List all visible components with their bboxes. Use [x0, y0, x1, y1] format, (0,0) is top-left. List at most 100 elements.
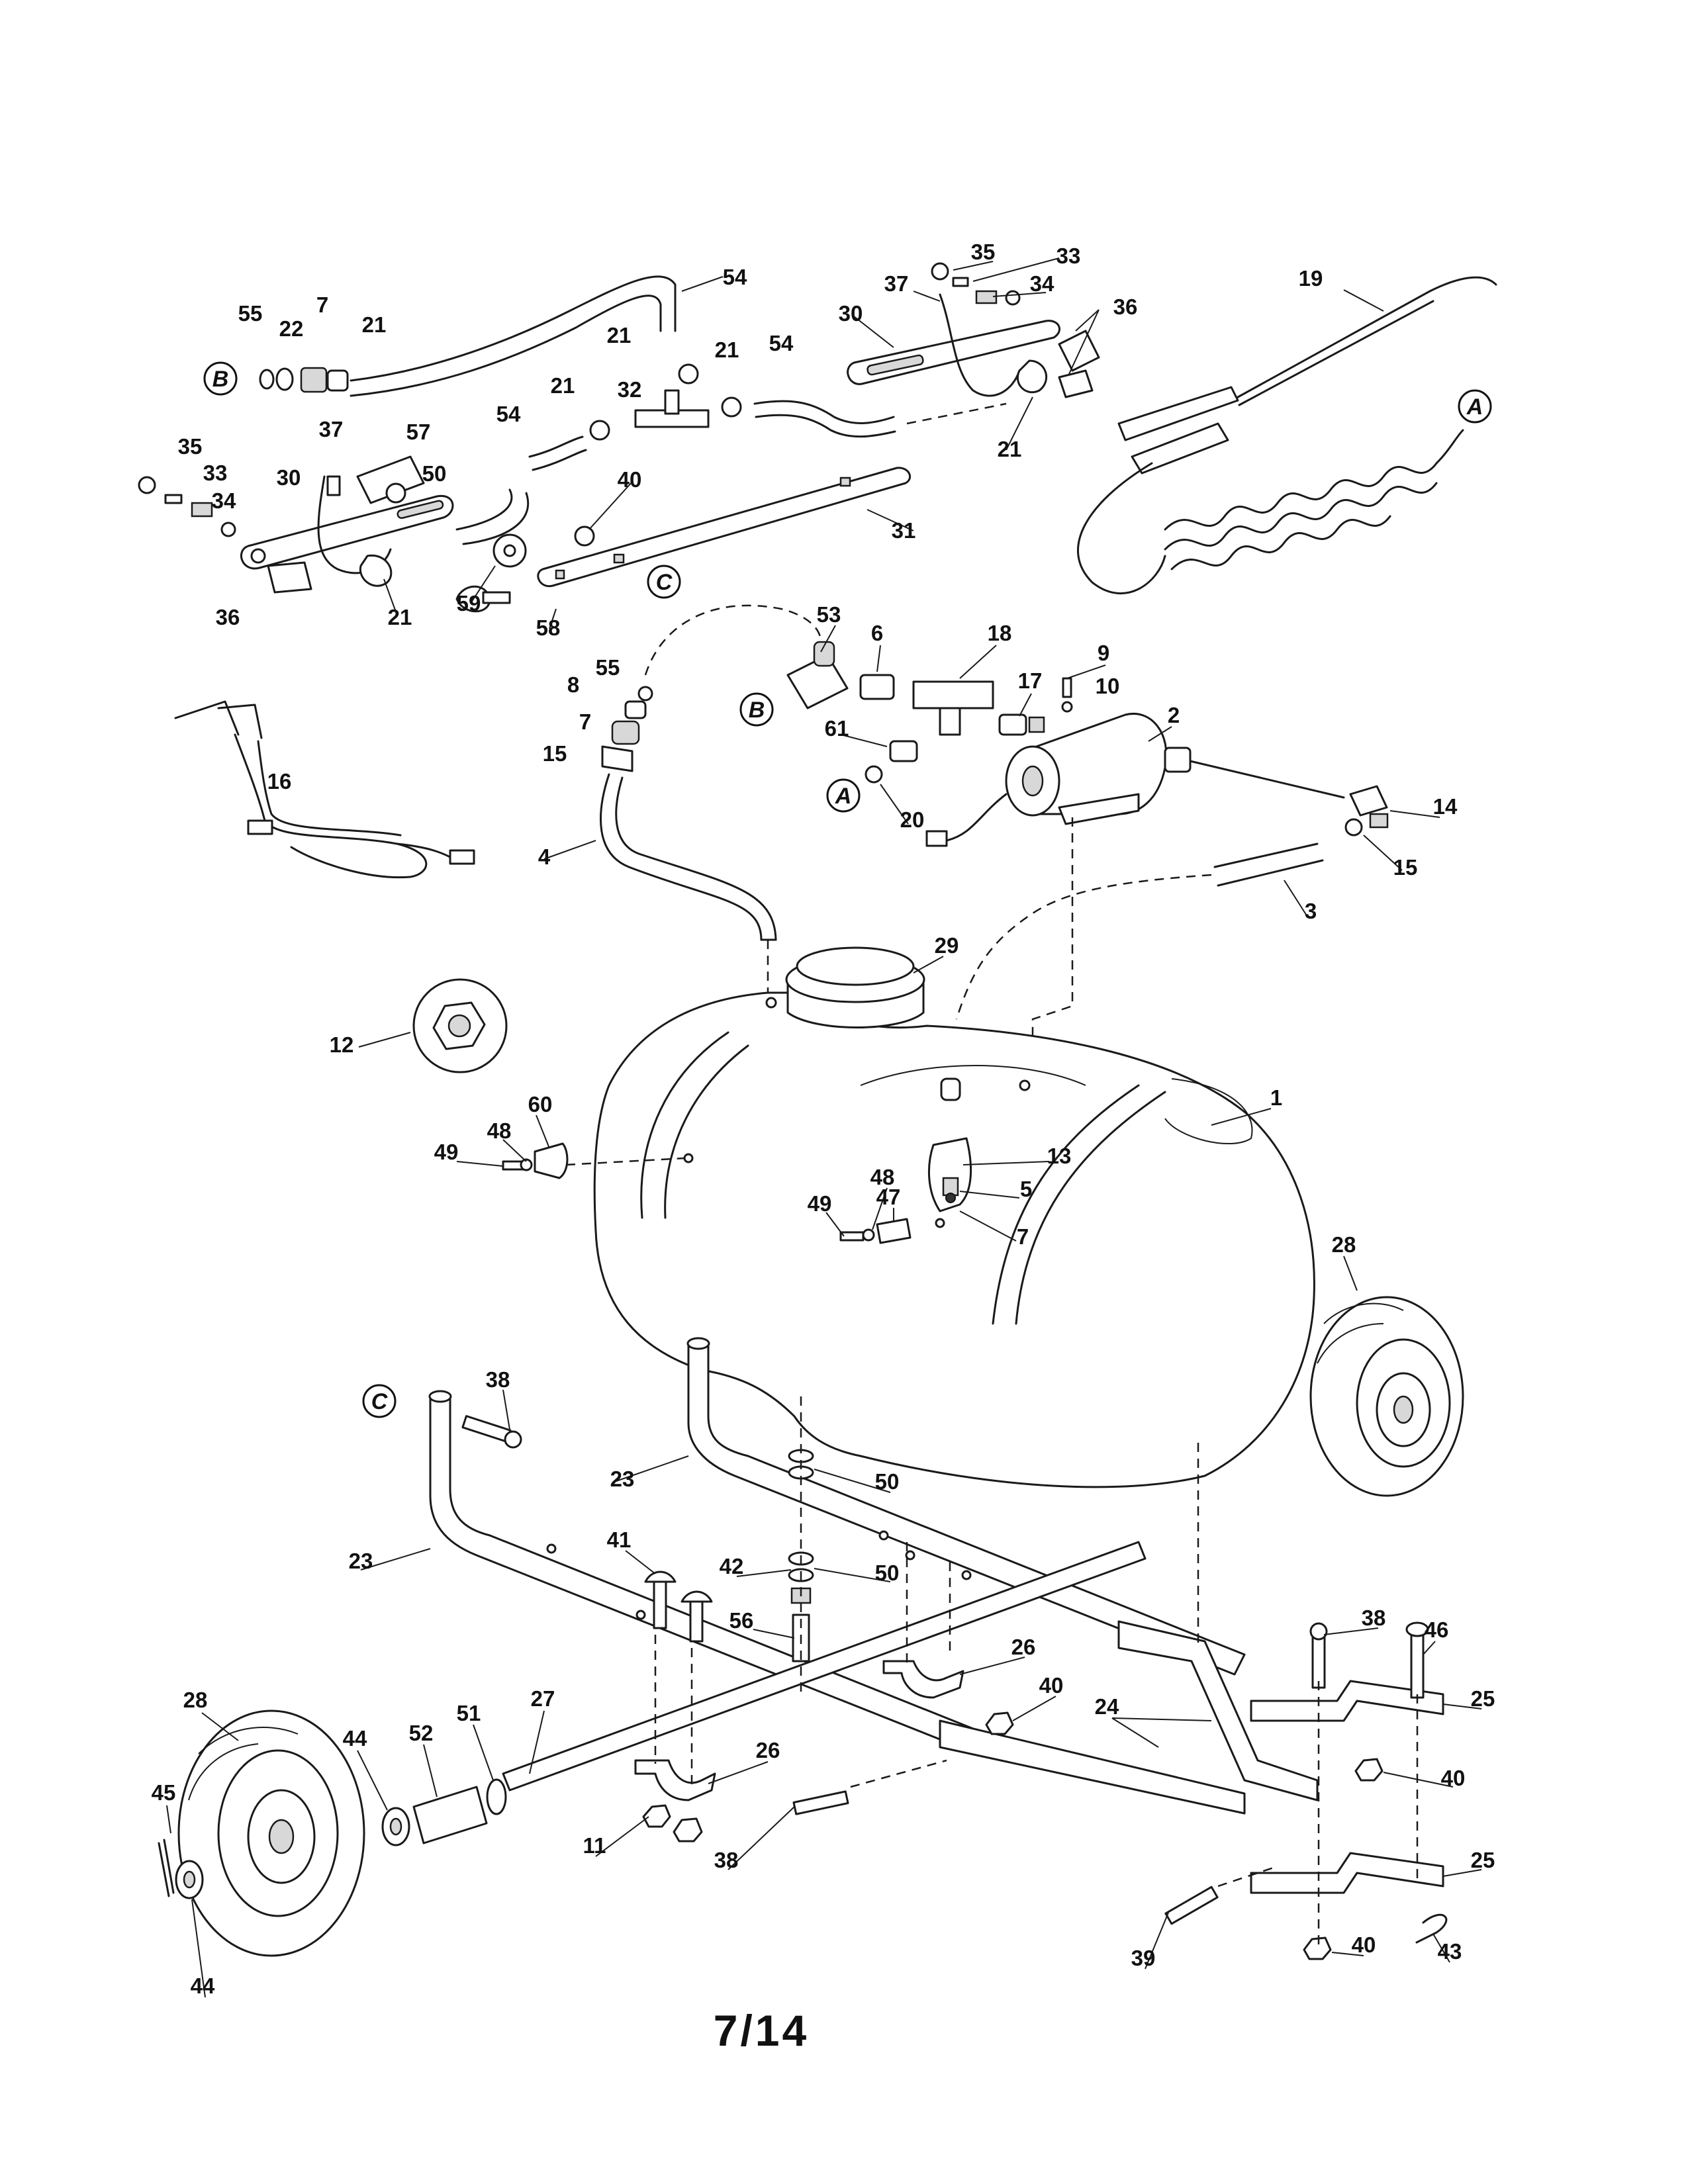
bracket-47: [839, 1218, 912, 1244]
callout-55: 55: [238, 301, 263, 326]
callout-4: 4: [538, 844, 551, 869]
callout-58: 58: [536, 615, 561, 640]
ref-circle-A: A: [826, 778, 861, 813]
callout-38: 38: [1362, 1606, 1386, 1630]
callout-1: 1: [1270, 1085, 1282, 1110]
alignment-lines: [654, 1396, 1419, 1946]
ref-circle-C: C: [362, 1384, 397, 1418]
callout-55: 55: [596, 655, 620, 680]
callout-54: 54: [723, 265, 747, 289]
callout-22: 22: [279, 316, 304, 341]
wheel-28-left: [177, 1709, 365, 1957]
callout-21: 21: [551, 373, 575, 398]
callout-31: 31: [892, 518, 916, 543]
callout-54: 54: [496, 402, 521, 426]
ref-circle-label: A: [835, 784, 852, 809]
hose-4: [600, 686, 777, 1003]
callout-59: 59: [457, 591, 481, 615]
callout-28: 28: [183, 1688, 208, 1712]
callout-36: 36: [216, 605, 240, 629]
callout-29: 29: [935, 933, 959, 958]
leader-lines: [166, 257, 1482, 1998]
callout-30: 30: [277, 465, 301, 490]
callout-40: 40: [1441, 1766, 1466, 1790]
callout-37: 37: [884, 271, 909, 296]
callout-8: 8: [567, 672, 579, 697]
callout-28: 28: [1332, 1232, 1356, 1257]
ref-circle-B: B: [203, 361, 238, 396]
callout-25: 25: [1471, 1848, 1495, 1872]
spray-wand-19: [1076, 276, 1497, 595]
ref-circle-label: C: [371, 1389, 388, 1414]
callout-53: 53: [817, 602, 841, 627]
nut-inset-12: [412, 978, 508, 1073]
callout-56: 56: [729, 1608, 754, 1633]
callout-50: 50: [875, 1561, 900, 1585]
callout-24: 24: [1095, 1694, 1119, 1719]
callout-60: 60: [528, 1092, 553, 1116]
callout-13: 13: [1047, 1144, 1072, 1168]
bracket-25-top: [1250, 1680, 1444, 1722]
boom-bar-31: [537, 467, 912, 588]
bracket-25-bottom: [1250, 1852, 1444, 1894]
callout-61: 61: [825, 716, 849, 741]
ref-circle-label: B: [212, 367, 229, 392]
reference-circles: B A C B A C: [203, 361, 1492, 1418]
callout-17: 17: [1018, 668, 1043, 693]
callout-6: 6: [871, 621, 883, 645]
callout-36: 36: [1113, 295, 1138, 319]
ref-circle-label: A: [1466, 394, 1483, 420]
top-hose-assembly: [259, 275, 1007, 545]
callout-44: 44: [191, 1974, 215, 1998]
callout-35: 35: [178, 434, 203, 459]
callout-37: 37: [319, 417, 344, 441]
callout-40: 40: [1352, 1933, 1376, 1957]
callout-34: 34: [1030, 271, 1055, 296]
callout-26: 26: [1011, 1635, 1036, 1659]
callout-5: 5: [1020, 1177, 1032, 1201]
callout-33: 33: [203, 461, 228, 485]
callout-32: 32: [618, 377, 642, 402]
callout-47: 47: [876, 1185, 901, 1209]
callout-46: 46: [1425, 1617, 1449, 1642]
callout-9: 9: [1098, 641, 1109, 665]
callout-7: 7: [316, 293, 328, 317]
callout-49: 49: [434, 1140, 459, 1164]
callout-3: 3: [1305, 899, 1317, 923]
callout-33: 33: [1056, 244, 1081, 268]
bracket-60: [502, 1142, 686, 1179]
callout-11: 11: [583, 1833, 606, 1858]
callout-38: 38: [486, 1367, 510, 1392]
callout-21: 21: [715, 338, 739, 362]
callout-54: 54: [769, 331, 794, 355]
bracket-30-right: [847, 262, 1100, 398]
callout-14: 14: [1433, 794, 1458, 819]
callout-50: 50: [875, 1469, 900, 1494]
callout-50: 50: [422, 461, 447, 486]
callout-18: 18: [988, 621, 1012, 645]
page-number: 7/14: [713, 2006, 810, 2055]
callout-48: 48: [870, 1165, 895, 1189]
callout-48: 48: [487, 1118, 512, 1143]
fitting-chain-top-left: [259, 367, 349, 393]
clamp-26-left: [634, 1759, 716, 1843]
wire-harness-16: [174, 700, 475, 879]
callout-42: 42: [720, 1554, 744, 1578]
callout-21: 21: [607, 323, 632, 347]
callout-27: 27: [531, 1686, 555, 1711]
callout-34: 34: [212, 488, 236, 513]
callout-19: 19: [1299, 266, 1323, 291]
clamp-26-right: [882, 1660, 964, 1699]
frame-23: [428, 1337, 1319, 1815]
callout-52: 52: [409, 1721, 434, 1745]
bracket-30-left: [138, 455, 454, 594]
wheel-28-right: [1309, 1296, 1464, 1497]
ref-circle-B: B: [739, 692, 774, 727]
callout-7: 7: [1017, 1224, 1029, 1249]
callout-38: 38: [714, 1848, 739, 1872]
ref-circle-label: C: [656, 570, 673, 595]
callout-43: 43: [1438, 1939, 1462, 1964]
callout-21: 21: [998, 437, 1022, 461]
